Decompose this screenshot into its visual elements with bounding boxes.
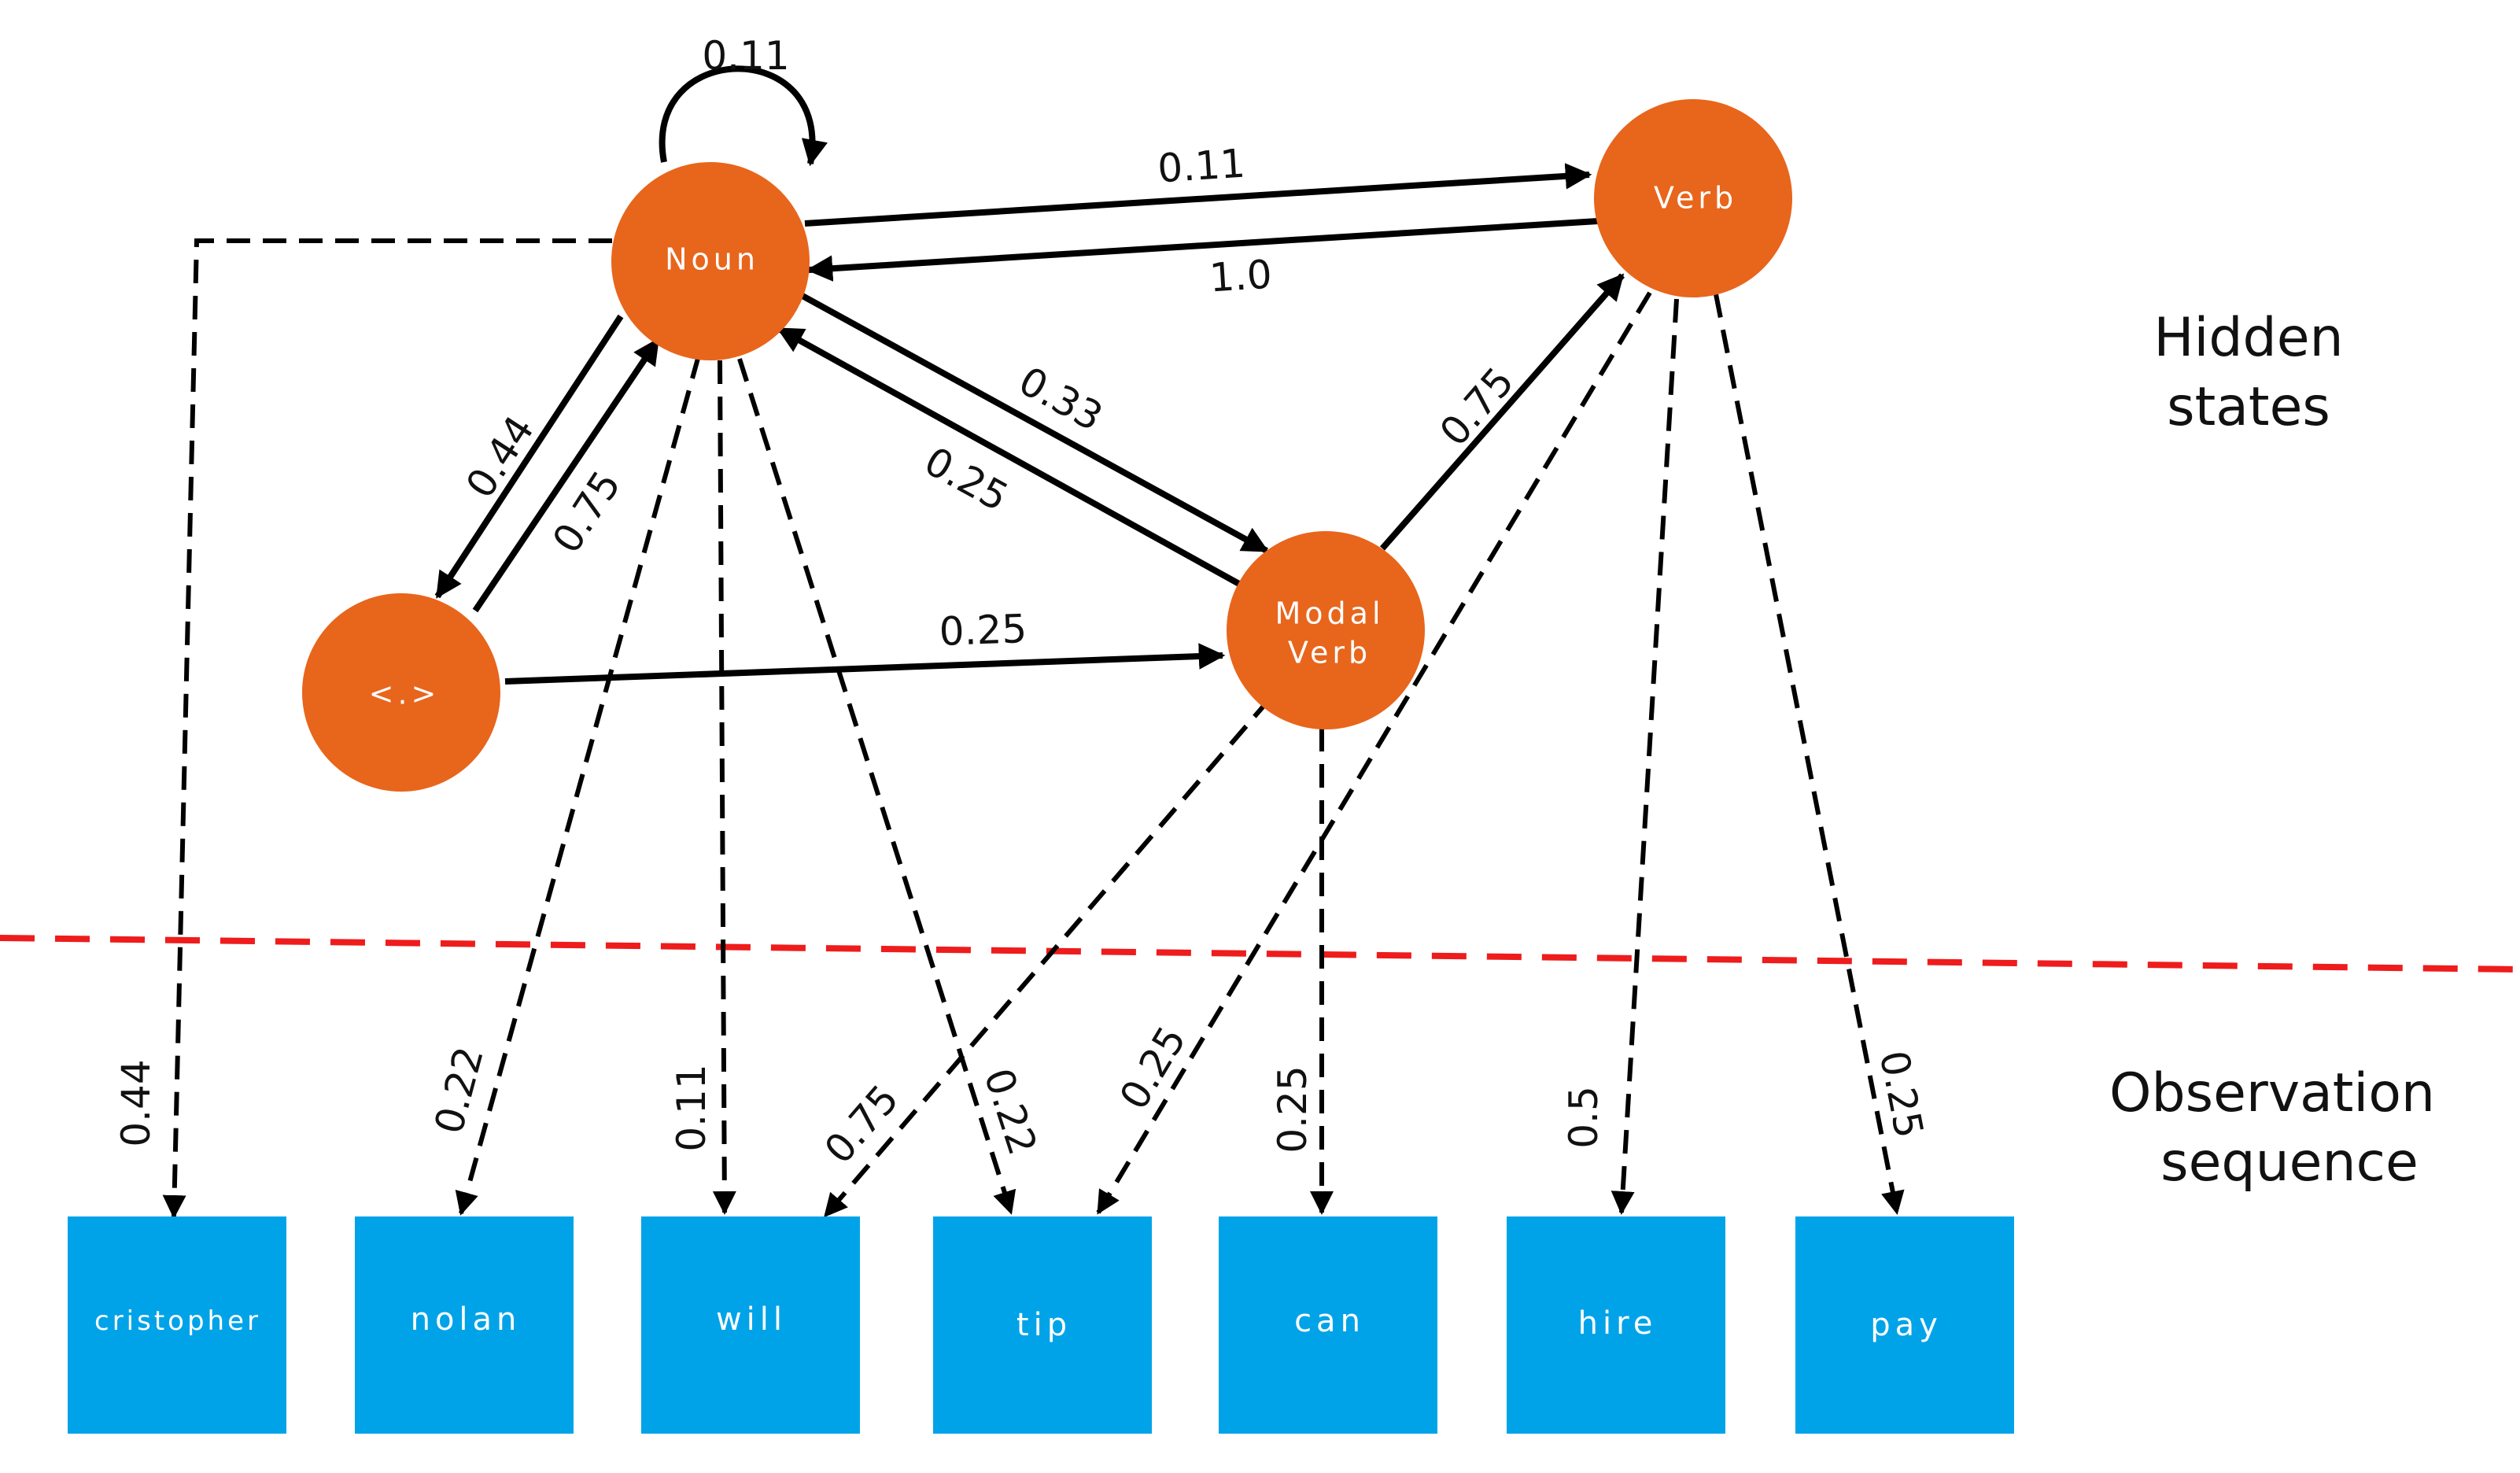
state-label-noun: Noun xyxy=(665,242,759,277)
observation-box-tip: tip xyxy=(933,1216,1152,1434)
state-node-noun: Noun xyxy=(611,162,810,360)
emission-edge-noun-nolan xyxy=(455,355,701,1216)
transition-edges xyxy=(434,65,1625,685)
state-circle-noun xyxy=(611,162,810,360)
emission-labels: 0.44 0.22 0.11 0.22 0.75 0.25 0.25 0.5 0… xyxy=(113,1019,1932,1172)
observation-sequence-label-line2: sequence xyxy=(2160,1132,2419,1194)
emission-edges xyxy=(162,238,1905,1219)
transition-edge-modal-noun xyxy=(777,326,1248,591)
hidden-observation-separator xyxy=(0,935,2520,973)
transition-label-start-noun: 0.75 xyxy=(544,463,629,561)
transition-edge-noun-verb xyxy=(804,163,1592,227)
observation-box-nolan: nolan xyxy=(355,1216,574,1434)
state-circle-start xyxy=(302,593,500,792)
emission-label-modal-can: 0.25 xyxy=(1270,1065,1315,1153)
section-labels: Hidden states Observation sequence xyxy=(2109,307,2435,1194)
state-label-start: <.> xyxy=(369,677,441,711)
transition-label-verb-noun: 1.0 xyxy=(1208,252,1273,301)
observation-rect-pay xyxy=(1795,1216,2014,1434)
transition-label-start-modal: 0.25 xyxy=(939,606,1028,655)
observation-rect-tip xyxy=(933,1216,1152,1434)
emission-label-verb-hire: 0.5 xyxy=(1561,1086,1607,1149)
observation-box-pay: pay xyxy=(1795,1216,2014,1434)
emission-label-noun-nolan: 0.22 xyxy=(426,1042,493,1139)
transition-edge-start-modal xyxy=(504,643,1226,685)
transition-labels: 0.11 0.11 1.0 0.44 0.75 0.33 0.25 0.75 0… xyxy=(457,33,1522,655)
hidden-states-label-line2: states xyxy=(2167,376,2330,438)
emission-edge-noun-cristopher xyxy=(162,238,612,1219)
transition-edge-noun-self xyxy=(659,65,828,167)
transition-edge-noun-modal xyxy=(801,293,1269,554)
emission-edge-noun-tip xyxy=(737,358,1016,1215)
observation-sequence-label-line1: Observation xyxy=(2109,1062,2435,1124)
transition-label-noun-verb: 0.11 xyxy=(1157,141,1247,192)
observation-rect-cristopher xyxy=(68,1216,286,1434)
emission-edge-modal-will xyxy=(823,697,1272,1218)
observation-rect-hire xyxy=(1507,1216,1725,1434)
state-node-modal-verb: Modal Verb xyxy=(1227,531,1425,729)
transition-label-noun-noun: 0.11 xyxy=(702,33,789,79)
observation-label-hire: hire xyxy=(1578,1305,1658,1342)
state-circle-modal-verb xyxy=(1227,531,1425,729)
emission-label-modal-will: 0.75 xyxy=(816,1076,908,1172)
observation-rect-nolan xyxy=(355,1216,574,1434)
emission-label-noun-will: 0.11 xyxy=(669,1064,714,1151)
emission-edge-noun-will xyxy=(712,360,736,1215)
transition-edge-start-noun xyxy=(472,338,661,613)
emission-label-noun-cristopher: 0.44 xyxy=(113,1059,159,1146)
emission-edge-verb-pay xyxy=(1714,293,1905,1215)
state-node-verb: Verb xyxy=(1594,99,1792,297)
observation-box-hire: hire xyxy=(1507,1216,1725,1434)
transition-edge-verb-noun xyxy=(806,218,1599,282)
observation-rect-can xyxy=(1219,1216,1437,1434)
observation-label-tip: tip xyxy=(1016,1307,1072,1343)
transition-edge-modal-verb xyxy=(1379,273,1625,551)
observation-box-cristopher: cristopher xyxy=(68,1216,286,1434)
hidden-states-label-line1: Hidden xyxy=(2153,307,2343,369)
state-label-modal-verb-line2: Verb xyxy=(1288,636,1371,670)
observation-label-cristopher: cristopher xyxy=(94,1305,261,1337)
state-circle-verb xyxy=(1594,99,1792,297)
emission-label-noun-tip: 0.22 xyxy=(975,1063,1046,1161)
observation-box-will: will xyxy=(641,1216,860,1434)
transition-edge-noun-start xyxy=(434,314,624,599)
emission-edge-verb-tip xyxy=(1096,291,1652,1215)
observation-label-can: can xyxy=(1294,1303,1365,1339)
state-label-verb: Verb xyxy=(1654,181,1737,216)
observation-label-nolan: nolan xyxy=(411,1301,522,1338)
observation-label-pay: pay xyxy=(1870,1307,1943,1343)
observation-label-will: will xyxy=(716,1301,787,1338)
transition-label-noun-modal: 0.33 xyxy=(1011,358,1109,440)
state-label-modal-verb-line1: Modal xyxy=(1275,596,1385,631)
emission-edge-verb-hire xyxy=(1611,298,1679,1215)
observation-rect-will xyxy=(641,1216,860,1434)
observation-box-can: can xyxy=(1219,1216,1437,1434)
state-node-start: <.> xyxy=(302,593,500,792)
